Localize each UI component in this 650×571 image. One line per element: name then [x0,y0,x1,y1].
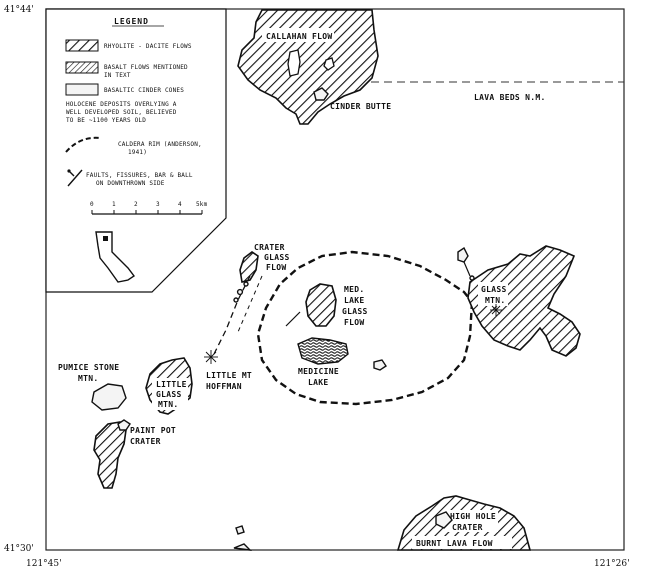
scale-tick-3: 3 [156,201,160,208]
glass-mtn-label-bg [478,282,508,306]
scale-tick-5: 5km [196,201,208,208]
legend-box [45,8,227,293]
scale-bar: 0 1 2 3 4 5km [90,201,208,215]
legend-swatch-cinder [65,83,99,96]
cone-tail [463,261,471,277]
small-cone-bottom-1 [235,525,245,535]
legend-basalt-label-2: IN TEXT [104,72,131,79]
legend-fault-symbol [67,169,83,187]
crater-glass-label-2: GLASS [264,253,290,262]
pumice-stone-mtn [91,383,127,411]
lon-left-label: 121°45' [26,559,62,569]
scale-tick-0: 0 [90,201,94,208]
fissure-vent-3 [233,297,239,303]
medicine-lake [297,337,349,365]
legend-basalt-label-1: BASALT FLOWS MENTIONED [104,64,188,71]
crater-glass-label-3: FLOW [266,263,286,272]
med-lake-label-4: FLOW [344,318,364,327]
little-glass-label-2: GLASS [156,390,182,399]
med-lake-label-3: GLASS [342,307,368,316]
callahan-kipuka [287,49,301,77]
med-lake-glass-flow [305,283,337,327]
scale-tick-2: 2 [134,201,138,208]
burnt-lava-label-bg [412,536,512,549]
burnt-lava-label: BURNT LAVA FLOW [416,539,493,548]
fissure-line [213,275,251,355]
glass-mtn-label-1: GLASS [481,285,507,294]
legend-cinder-label: BASALTIC CINDER CONES [104,87,184,94]
fissure-vent-2 [243,281,249,287]
little-glass-label-1: LITTLE [156,380,187,389]
high-hole-label-bg [446,510,498,532]
lat-bottom-label: 41°30' [4,544,34,554]
legend-caldera-symbol [65,136,101,153]
legend-rhyolite-label: RHYOLITE - DACITE FLOWS [104,43,192,50]
med-lake-label-2: LAKE [344,296,364,305]
high-hole-crater [435,511,453,529]
cone-near-glass-mtn [457,246,469,263]
legend-caldera-label-2: 1941) [128,149,147,156]
crater-glass-flow [239,251,259,283]
cinder-butte-label: CINDER BUTTE [330,102,391,111]
paint-pot-label-1: PAINT POT [130,426,176,435]
fissure-vent-1 [236,288,244,296]
med-lake-label-1: MED. [344,285,364,294]
lat-top-label: 41°44' [4,5,34,15]
legend-swatch-basalt [65,61,99,74]
medicine-lake-label-1: MEDICINE [298,367,339,376]
callahan-label: CALLAHAN FLOW [266,32,333,41]
pumice-label-1: PUMICE STONE [58,363,119,372]
legend-swatch-rhyolite [65,39,99,52]
legend-fault-ball [67,169,71,173]
glass-mtn-vent-icon [490,304,502,316]
little-hoffman-label-2: HOFFMAN [206,382,242,391]
high-hole-label-2: CRATER [452,523,483,532]
paint-pot-label-2: CRATER [130,437,161,446]
inset-location-marker [103,236,108,241]
fissure-line-2 [237,275,263,333]
scale-tick-4: 4 [178,201,182,208]
legend-faults-label-1: FAULTS, FISSURES, BAR & BALL [86,172,193,179]
callahan-label-bg [262,28,334,42]
little-glass-label-bg [152,378,188,410]
cinder-butte [313,87,329,101]
crater-glass-label-1: CRATER [254,243,285,252]
little-hoffman-label-1: LITTLE MT [206,371,252,380]
small-cone-bottom-2 [233,543,252,551]
little-glass-label-3: MTN. [158,400,178,409]
glass-mountain-flow [467,245,581,357]
high-hole-label-1: HIGH HOLE [450,512,496,521]
legend-title: LEGEND [114,17,149,26]
legend-faults-label-2: ON DOWNTHROWN SIDE [96,180,165,187]
small-cone-lake [373,359,387,371]
legend-caldera-label-1: CALDERA RIM (ANDERSON, [118,141,202,148]
small-vent-glass [469,275,475,281]
fault-short [285,311,301,327]
lon-right-label: 121°26' [594,559,630,569]
legend-holocene-1: HOLOCENE DEPOSITS OVERLYING A [66,101,177,108]
legend-fault-bar [69,171,75,177]
scale-tick-1: 1 [112,201,116,208]
california-inset-icon [95,231,136,283]
legend-holocene-2: WELL DEVELOPED SOIL, BELIEVED [66,109,177,116]
little-hoffman-vent-icon [204,350,218,364]
caldera-rim [256,250,474,406]
glass-mtn-label-2: MTN. [485,296,505,305]
pumice-label-2: MTN. [78,374,98,383]
lava-beds-label: LAVA BEDS N.M. [474,93,546,102]
paint-pot-crater [117,419,131,431]
medicine-lake-label-2: LAKE [308,378,328,387]
callahan-kipuka-2 [323,57,335,71]
legend-holocene-3: TO BE ~1100 YEARS OLD [66,117,146,124]
